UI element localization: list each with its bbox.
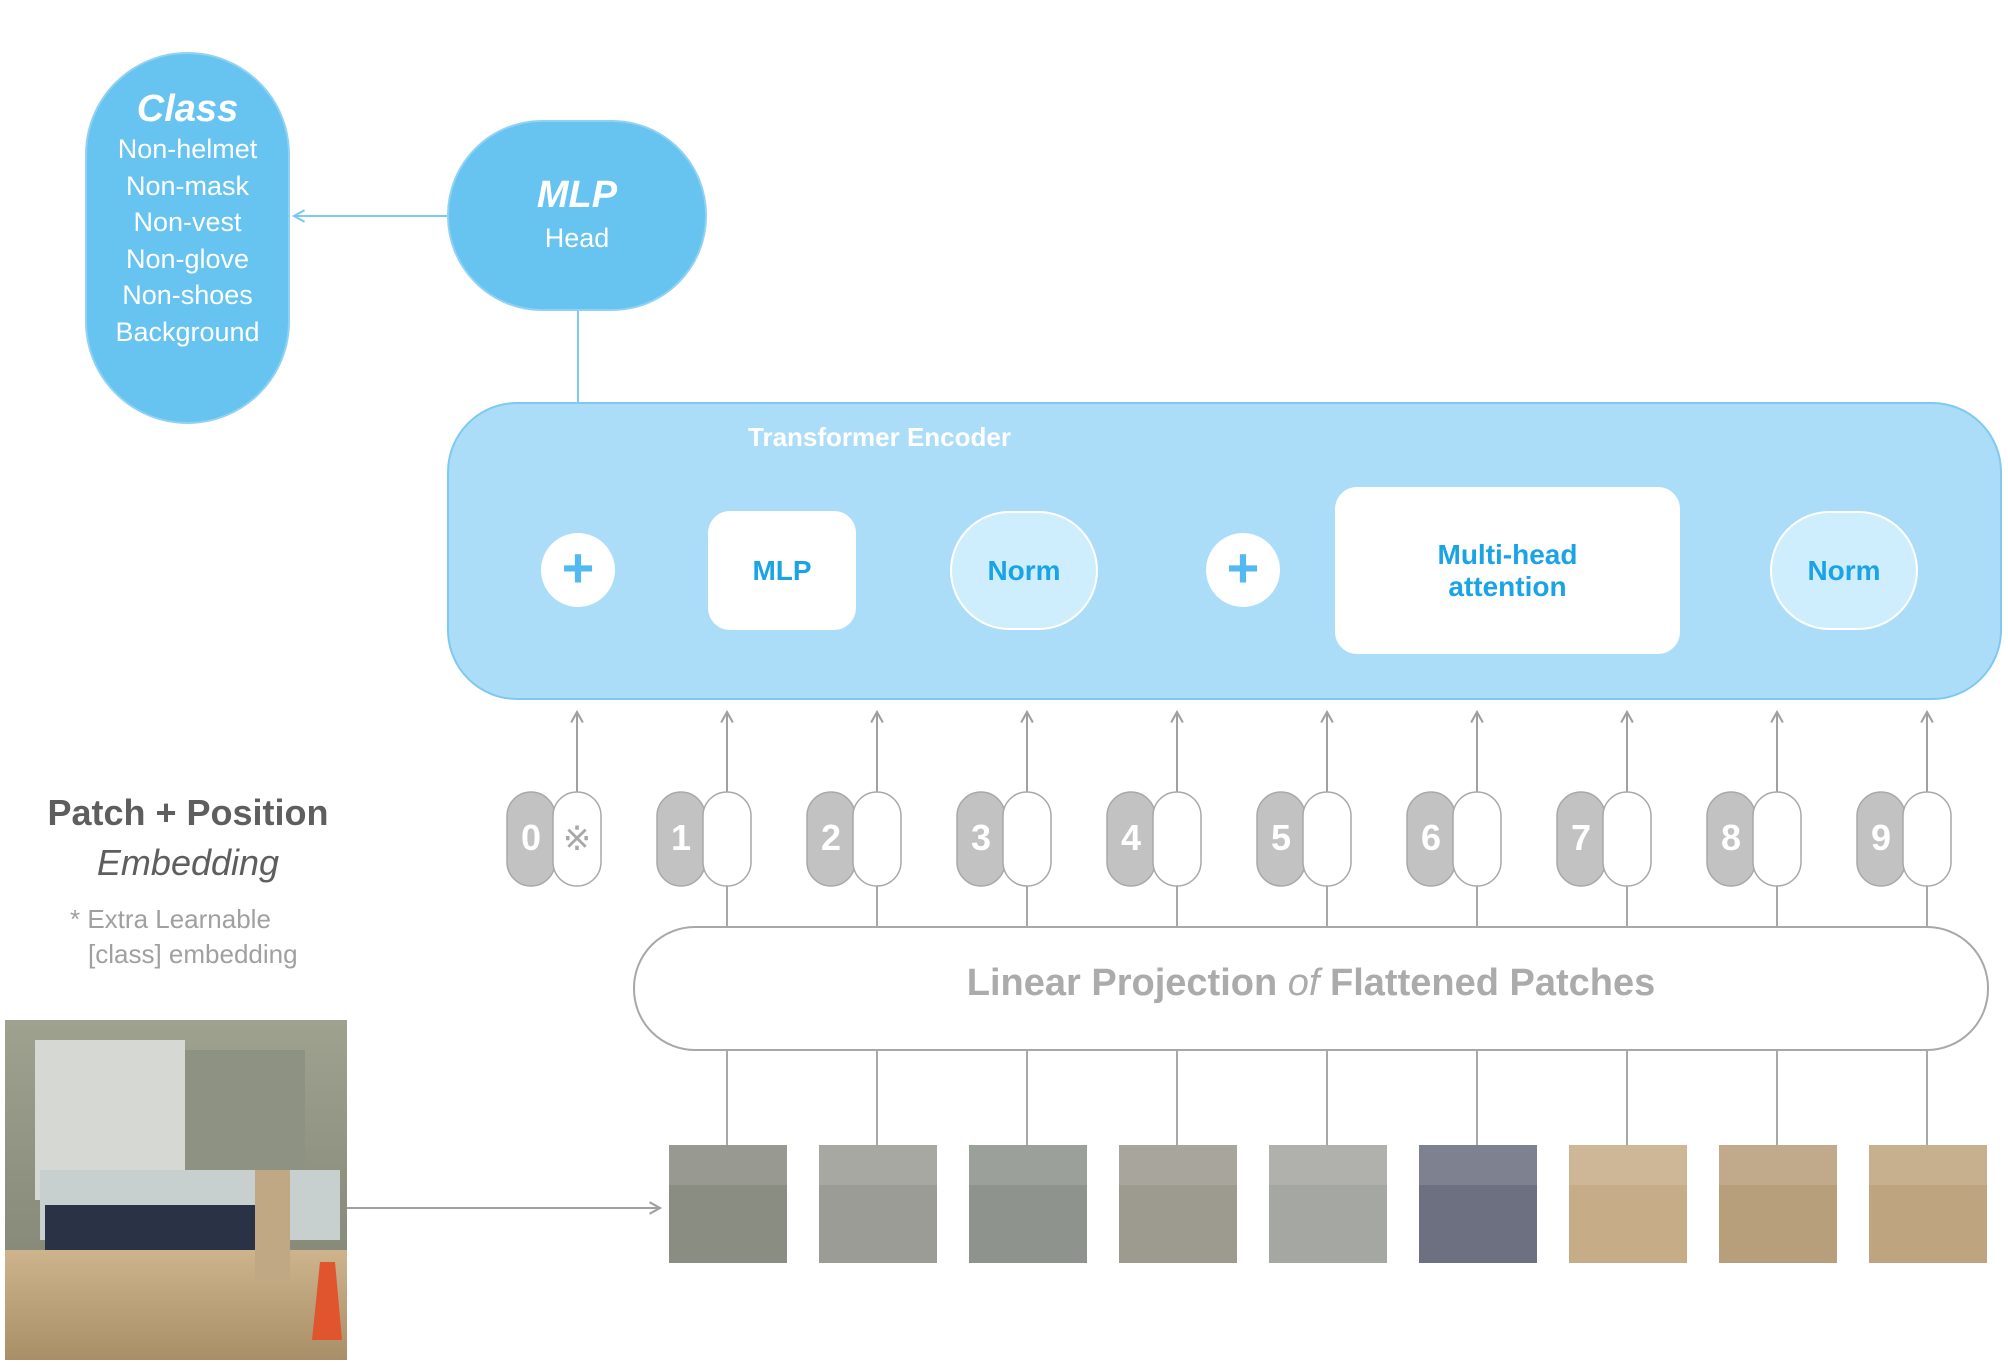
encoder-mlp-block: MLP [708, 511, 856, 630]
embedding-title: Patch + Position [47, 792, 329, 833]
patch-token [1452, 791, 1502, 887]
residual-add-2: + [541, 533, 615, 607]
image-patch [969, 1145, 1087, 1263]
encoder-title: Transformer Encoder [748, 422, 1011, 452]
image-patch-highlight [669, 1145, 787, 1185]
image-patch-highlight [1569, 1145, 1687, 1185]
class-output-box: Class Non-helmet Non-mask Non-vest Non-g… [85, 52, 290, 424]
patch-token [852, 791, 902, 887]
class-token-marker: ※ [563, 819, 592, 859]
class-item-background: Background [115, 316, 260, 347]
embedding-tokens: 0 ※ 1 2 3 4 5 6 7 8 9 [506, 709, 1952, 887]
transformer-encoder [447, 402, 2002, 700]
embedding-subtitle: Embedding [96, 842, 280, 883]
note-line-2: [class] embedding [88, 939, 298, 969]
position-number: 8 [1721, 817, 1741, 858]
class-item-non-vest: Non-vest [133, 207, 242, 237]
image-patch-highlight [819, 1145, 937, 1185]
image-patch [819, 1145, 937, 1263]
mlp-head-subtitle: Head [544, 223, 610, 253]
linear-projection-label: Linear Projection of Flattened Patches [634, 962, 1988, 1005]
position-number: 4 [1121, 817, 1141, 858]
image-patch-highlight [1419, 1145, 1537, 1185]
attention-label-line1: Multi-head [1437, 538, 1578, 570]
class-title: Class [136, 88, 239, 130]
class-item-non-mask: Non-mask [125, 170, 250, 201]
image-patch [1419, 1145, 1537, 1263]
encoder-norm-1: Norm [1770, 511, 1918, 630]
image-patch-highlight [969, 1145, 1087, 1185]
patch-token [1902, 791, 1952, 887]
class-item-non-helmet: Non-helmet [117, 134, 258, 164]
linear-projection-block [633, 926, 1989, 1051]
image-patch-highlight [1869, 1145, 1987, 1185]
patch-token [1302, 791, 1352, 887]
image-patch [1719, 1145, 1837, 1263]
position-number: 2 [821, 817, 841, 858]
attention-label-line2: attention [1448, 570, 1567, 602]
image-patch [1119, 1145, 1237, 1263]
projection-text-3: Flattened Patches [1319, 962, 1656, 1004]
image-patch-highlight [1269, 1145, 1387, 1185]
patch-token [552, 791, 602, 887]
image-patch [669, 1145, 787, 1263]
projection-text-2: of [1287, 962, 1320, 1004]
residual-add-1: + [1206, 533, 1280, 607]
image-patch [1569, 1145, 1687, 1263]
mlp-head-block: MLP Head [447, 120, 707, 311]
position-number: 9 [1871, 817, 1891, 858]
patch-token [1752, 791, 1802, 887]
patch-token [1152, 791, 1202, 887]
multi-head-attention-block: Multi-head attention [1335, 487, 1680, 654]
image-patch-highlight [1119, 1145, 1237, 1185]
patch-token [1002, 791, 1052, 887]
projection-text-1: Linear Projection [966, 962, 1288, 1004]
class-item-non-glove: Non-glove [125, 243, 250, 274]
position-number: 0 [521, 817, 541, 858]
position-number: 1 [671, 817, 691, 858]
class-embedding-note: * Extra Learnable [class] embedding [70, 902, 298, 972]
image-patch [1869, 1145, 1987, 1263]
input-image [5, 1020, 347, 1360]
position-number: 7 [1571, 817, 1591, 858]
encoder-norm-2: Norm [950, 511, 1098, 630]
position-number: 5 [1271, 817, 1291, 858]
class-item-non-shoes: Non-shoes [122, 280, 253, 310]
patch-token [702, 791, 752, 887]
patch-token [1602, 791, 1652, 887]
image-patch [1269, 1145, 1387, 1263]
position-number: 6 [1421, 817, 1441, 858]
image-patch-highlight [1719, 1145, 1837, 1185]
mlp-head-title: MLP [536, 174, 618, 216]
position-number: 3 [971, 817, 991, 858]
note-line-1: * Extra Learnable [70, 904, 271, 934]
image-patches [669, 886, 1987, 1263]
